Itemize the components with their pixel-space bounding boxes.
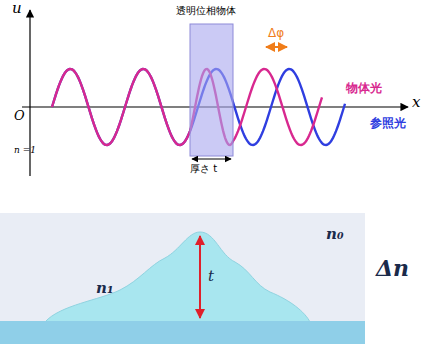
axis-label: x	[412, 94, 420, 111]
index-label: n₁	[96, 280, 113, 297]
index-label: Δn	[376, 256, 409, 280]
thickness-arrow	[192, 159, 231, 160]
thickness-label: t	[208, 268, 214, 285]
object-wave	[52, 69, 322, 145]
medium-panel	[0, 213, 365, 344]
axis-label: u	[12, 0, 22, 17]
phase-shift-arrow	[266, 46, 287, 48]
phase-object-rect	[190, 24, 233, 156]
thickness-arrow	[199, 236, 201, 318]
thickness-label: 厚さ t	[190, 163, 217, 174]
phase-label: Δφ	[268, 27, 284, 40]
phase-object-blob	[45, 232, 310, 322]
origin-label: O	[14, 109, 25, 123]
index-label: n₀	[326, 226, 343, 243]
wave-label: 参照光	[370, 117, 406, 130]
wave-label: 物体光	[346, 82, 382, 95]
object-label: 透明位相物体	[176, 5, 236, 16]
substrate	[0, 321, 365, 344]
index-label: n =1	[14, 146, 36, 156]
